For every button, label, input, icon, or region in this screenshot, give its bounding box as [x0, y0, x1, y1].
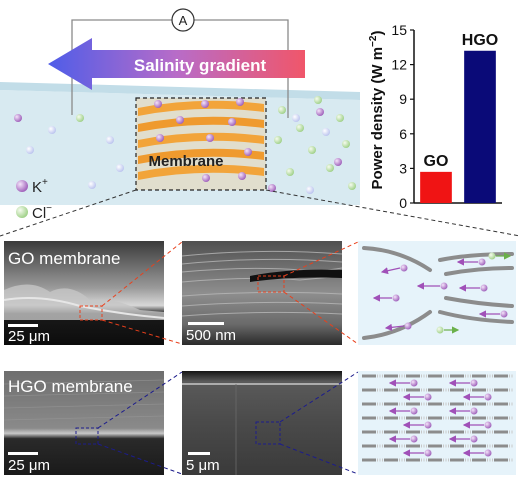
y-tick-label: 6 — [399, 126, 407, 142]
go-sem-low-panel: GO membrane 25 μm — [3, 241, 165, 345]
scale-label: 25 μm — [8, 457, 50, 474]
scale-label: 500 nm — [186, 327, 236, 344]
k-ion — [424, 393, 432, 401]
salinity-gradient-label: Salinity gradient — [134, 56, 267, 75]
y-tick-label: 15 — [391, 22, 407, 38]
hgo-membrane-title: HGO membrane — [8, 377, 133, 396]
y-tick-label: 3 — [399, 160, 407, 176]
go-sem-high-panel: 500 nm — [181, 241, 343, 345]
y-tick-label: 12 — [391, 57, 407, 73]
k-ion — [470, 379, 478, 387]
scale-bar — [8, 452, 38, 455]
bar-go — [420, 171, 452, 203]
zoom-connectors-go — [101, 241, 359, 345]
ion-legend: K+ Cl− — [16, 177, 52, 222]
ammeter — [171, 8, 195, 32]
k-ion — [424, 449, 432, 457]
ammeter-label: A — [179, 13, 188, 28]
k-ion — [410, 407, 418, 415]
cl-ion-label: Cl− — [32, 203, 52, 222]
bar-label-go: GO — [424, 153, 449, 170]
bar-label-hgo: HGO — [462, 32, 498, 49]
salinity-cell-schematic: A Salinity gradient Membrane — [0, 8, 360, 222]
scale-label: 5 μm — [186, 457, 220, 474]
water-channel — [0, 90, 360, 205]
ions — [14, 96, 356, 194]
k-ion — [470, 435, 478, 443]
scale-bar — [188, 322, 224, 325]
go-membrane-title: GO membrane — [8, 249, 120, 268]
k-ion — [484, 449, 492, 457]
k-ion — [410, 435, 418, 443]
k-ion-swatch — [16, 180, 28, 192]
membrane-stack — [135, 97, 267, 191]
k-ion-label: K+ — [32, 177, 48, 196]
zoom-connectors-hgo — [97, 371, 359, 475]
k-ion — [410, 379, 418, 387]
k-ion — [484, 393, 492, 401]
circuit-wire — [71, 19, 289, 118]
hgo-sem-high-panel: 5 μm — [182, 371, 342, 475]
cl-ion-swatch — [16, 206, 28, 218]
go-channel-schematic — [358, 241, 516, 345]
k-ion — [424, 421, 432, 429]
y-tick-label: 9 — [399, 91, 407, 107]
salinity-gradient-arrow — [48, 38, 305, 90]
k-ion — [470, 407, 478, 415]
scale-bar — [188, 452, 210, 455]
membrane-label: Membrane — [148, 153, 223, 170]
scale-bar — [8, 324, 38, 327]
k-ion — [484, 421, 492, 429]
y-tick-label: 0 — [399, 195, 407, 211]
y-axis-label: Power density (W m−2) — [368, 31, 386, 190]
scale-label: 25 μm — [8, 328, 50, 345]
zoom-connectors-top — [0, 189, 520, 237]
hgo-channel-schematic — [358, 371, 516, 475]
hgo-sem-low-panel: HGO membrane 25 μm — [3, 371, 165, 475]
bar-hgo — [464, 50, 496, 204]
